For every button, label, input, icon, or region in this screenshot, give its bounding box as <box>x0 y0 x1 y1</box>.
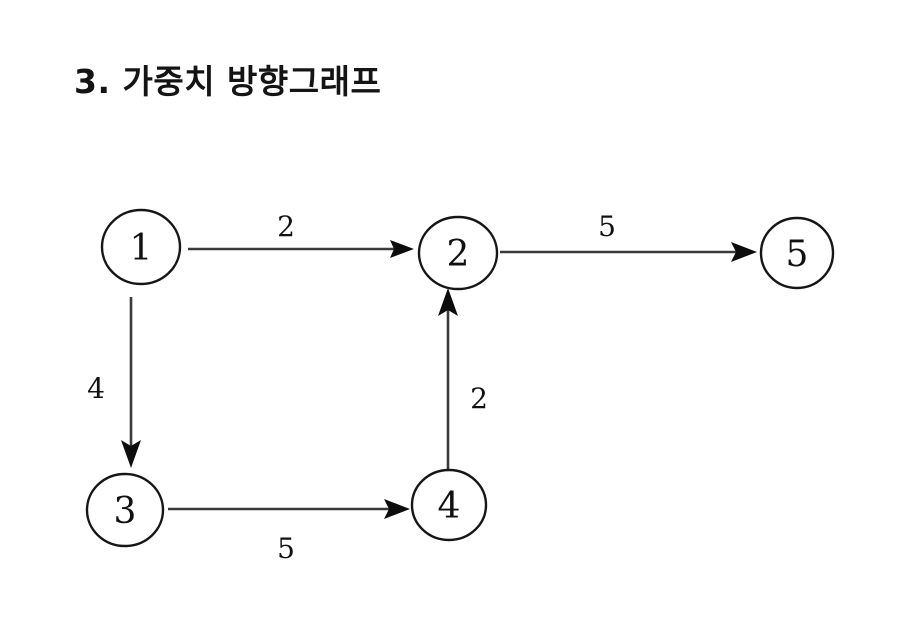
node-4-label: 4 <box>438 486 461 527</box>
edge-weight-1-to-3: 4 <box>87 372 105 405</box>
node-2-label: 2 <box>447 234 470 275</box>
edge-1-to-3-arrowhead <box>121 440 141 468</box>
page-title: 3. 가중치 방향그래프 <box>74 62 382 101</box>
edge-3-to-4: 5 <box>168 499 410 565</box>
node-4-circle[interactable] <box>410 468 488 542</box>
edge-4-to-2-arrowhead <box>438 288 458 316</box>
edge-weight-3-to-4: 5 <box>277 532 295 565</box>
edge-2-to-5: 5 <box>500 210 757 262</box>
edge-4-to-2: 2 <box>438 288 488 470</box>
node-3-label: 3 <box>114 491 137 532</box>
edge-weight-1-to-2: 2 <box>277 210 295 243</box>
edge-1-to-3: 4 <box>87 297 141 468</box>
node-4[interactable]: 4 <box>410 468 488 542</box>
node-5-label: 5 <box>786 234 809 275</box>
node-1[interactable]: 1 <box>100 208 182 286</box>
edge-1-to-2: 2 <box>188 210 414 258</box>
edge-weight-4-to-2: 2 <box>470 382 488 415</box>
edge-1-to-2-arrowhead <box>390 240 414 258</box>
node-5[interactable]: 5 <box>759 216 835 290</box>
node-5-circle[interactable] <box>759 216 835 290</box>
edge-2-to-5-arrowhead <box>731 242 757 262</box>
node-1-label: 1 <box>130 228 153 269</box>
edge-weight-2-to-5: 5 <box>598 210 616 243</box>
node-1-circle[interactable] <box>100 208 182 286</box>
node-2-circle[interactable] <box>417 215 499 291</box>
node-2[interactable]: 2 <box>417 215 499 291</box>
node-3[interactable]: 3 <box>85 472 165 548</box>
edge-3-to-4-arrowhead <box>384 499 410 519</box>
node-3-circle[interactable] <box>85 472 165 548</box>
